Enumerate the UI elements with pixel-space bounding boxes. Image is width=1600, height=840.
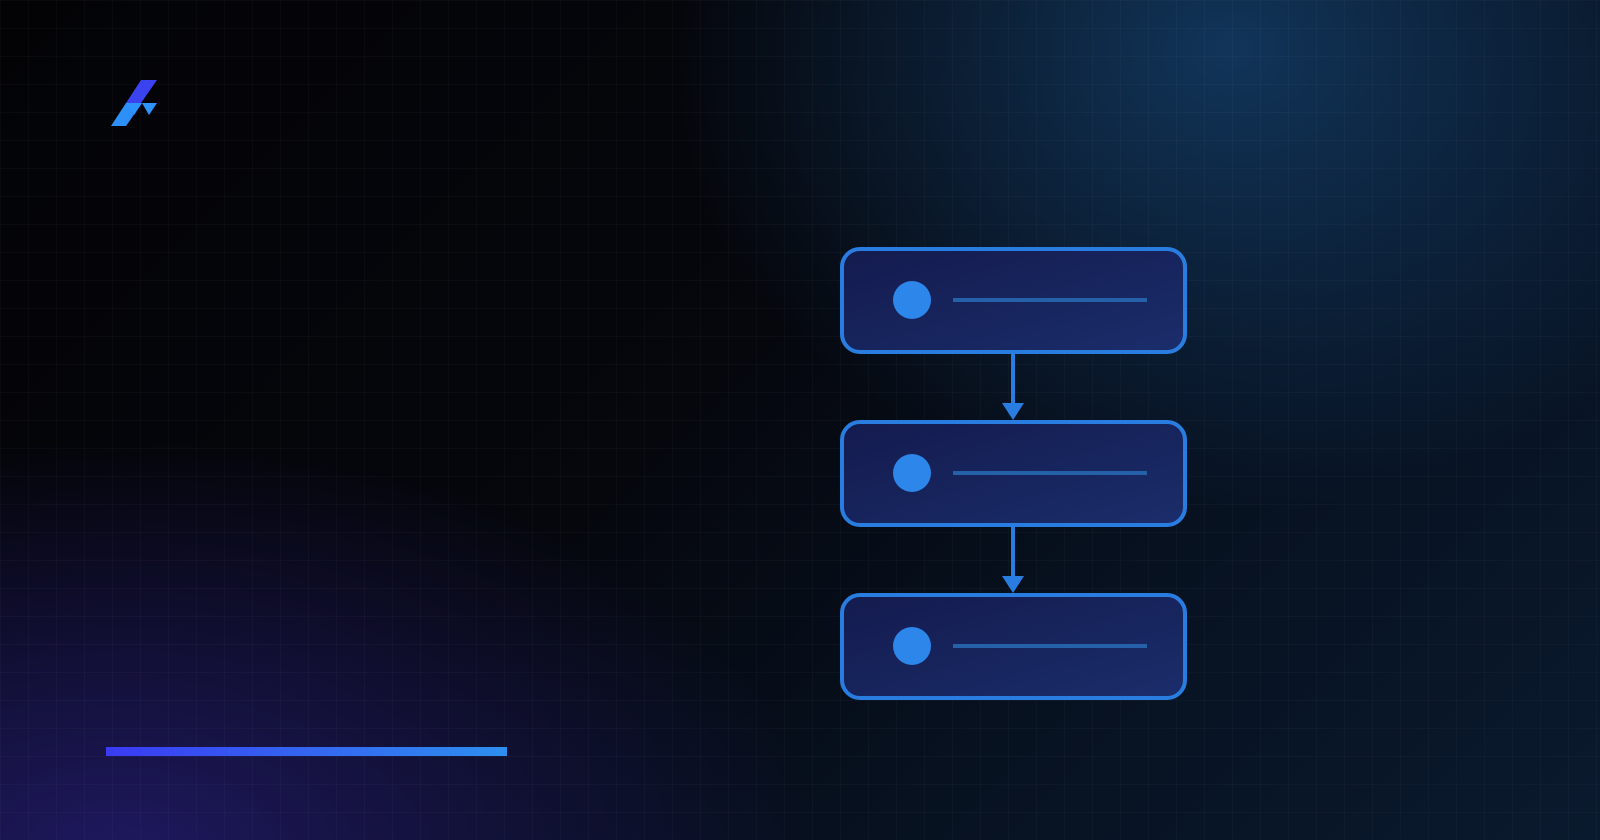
dot-icon: [893, 454, 931, 492]
connector-arrow-2: [1002, 525, 1024, 593]
dot-icon: [893, 627, 931, 665]
flow-node-3: [840, 593, 1187, 700]
flow-node-2: [840, 420, 1187, 527]
lightning-logo-icon: [111, 80, 157, 126]
connector-arrow-1: [1002, 352, 1024, 420]
accent-bar: [106, 747, 507, 756]
flow-node-1: [840, 247, 1187, 354]
dot-icon: [893, 281, 931, 319]
